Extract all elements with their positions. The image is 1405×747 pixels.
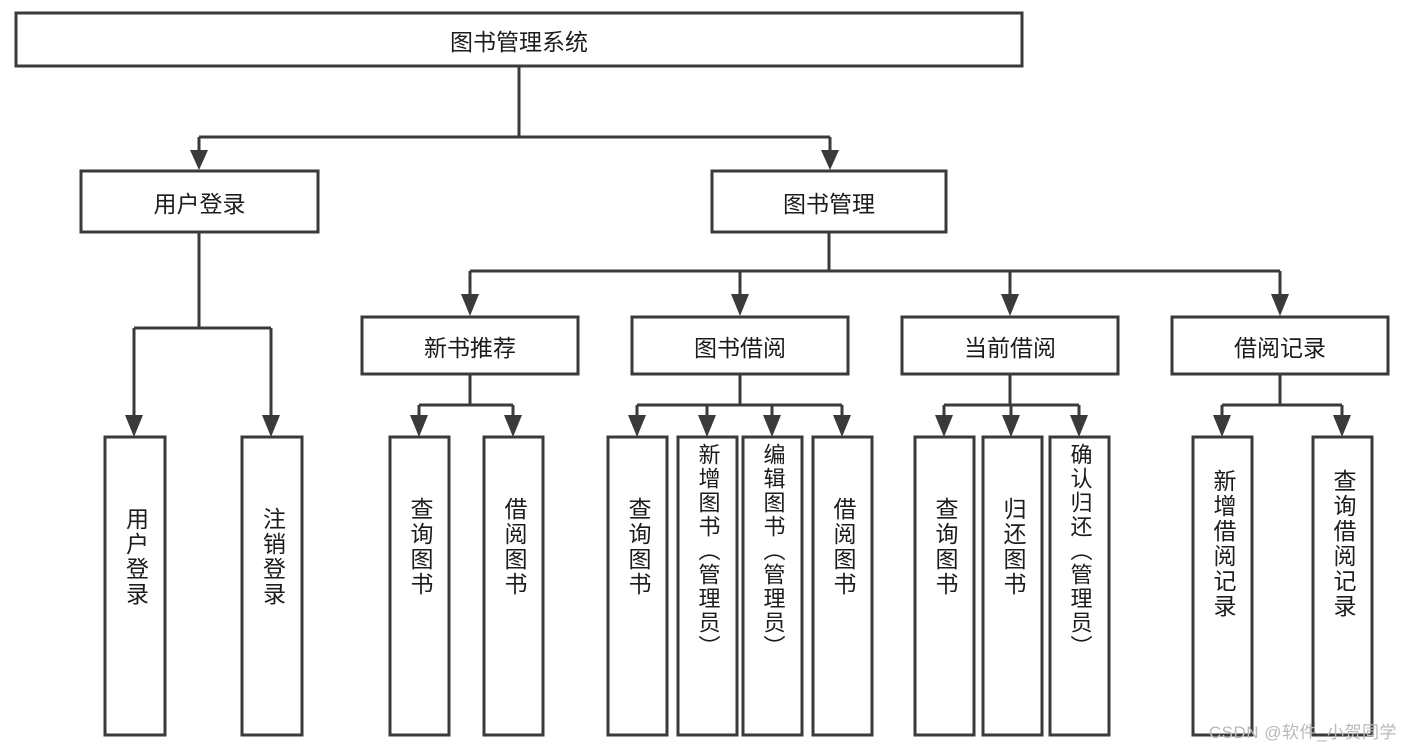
arrowhead-borrowrecord	[1271, 294, 1289, 316]
arrowhead-userlogin	[190, 150, 208, 170]
leaf-borrow-book[interactable]	[811, 435, 874, 737]
leaf-return-book[interactable]	[981, 435, 1044, 737]
arrowhead-leaf-borrow-book-2	[833, 415, 851, 437]
leaf-query-borrow-record[interactable]	[1311, 435, 1374, 737]
csdn-watermark: CSDN @软件_小贺同学	[1208, 723, 1397, 742]
node-root-system[interactable]	[14, 11, 1024, 68]
arrowhead-leaf-query-book-1	[410, 415, 428, 437]
node-book-management[interactable]	[710, 169, 948, 234]
leaf-query-book-current[interactable]	[913, 435, 976, 737]
arrowhead-leaf-user-login	[125, 415, 143, 437]
leaf-user-login[interactable]	[103, 435, 167, 737]
leaf-borrow-book-recommend[interactable]	[482, 435, 545, 737]
leaf-query-book-recommend[interactable]	[388, 435, 451, 737]
arrowhead-leaf-borrow-book-1	[504, 415, 522, 437]
arrowhead-leaf-edit-book	[763, 415, 781, 437]
arrowhead-bookmgmt	[821, 150, 839, 170]
leaf-add-borrow-record[interactable]	[1191, 435, 1254, 737]
node-current-borrow[interactable]	[900, 315, 1120, 376]
node-book-borrow[interactable]	[630, 315, 850, 376]
leaf-logout-login[interactable]	[240, 435, 304, 737]
arrowhead-leaf-confirm-return	[1070, 415, 1088, 437]
leaf-edit-book-admin[interactable]	[741, 435, 804, 737]
leaf-query-book-borrow[interactable]	[606, 435, 669, 737]
node-new-book-recommend[interactable]	[360, 315, 580, 376]
arrowhead-leaf-query-record	[1333, 415, 1351, 437]
arrowhead-currentborrow	[1001, 294, 1019, 316]
arrowhead-newbook	[461, 294, 479, 316]
leaf-add-book-admin[interactable]	[676, 435, 739, 737]
arrowhead-leaf-query-book-2	[628, 415, 646, 437]
arrowhead-leaf-add-record	[1213, 415, 1231, 437]
arrowhead-leaf-query-book-3	[935, 415, 953, 437]
arrowhead-leaf-logout	[262, 415, 280, 437]
node-borrow-record[interactable]	[1170, 315, 1390, 376]
arrowhead-leaf-add-book	[698, 415, 716, 437]
arrowhead-bookborrow	[731, 294, 749, 316]
leaf-confirm-return-admin[interactable]	[1048, 435, 1111, 737]
arrowhead-leaf-return-book	[1002, 415, 1020, 437]
node-user-login[interactable]	[79, 169, 320, 234]
